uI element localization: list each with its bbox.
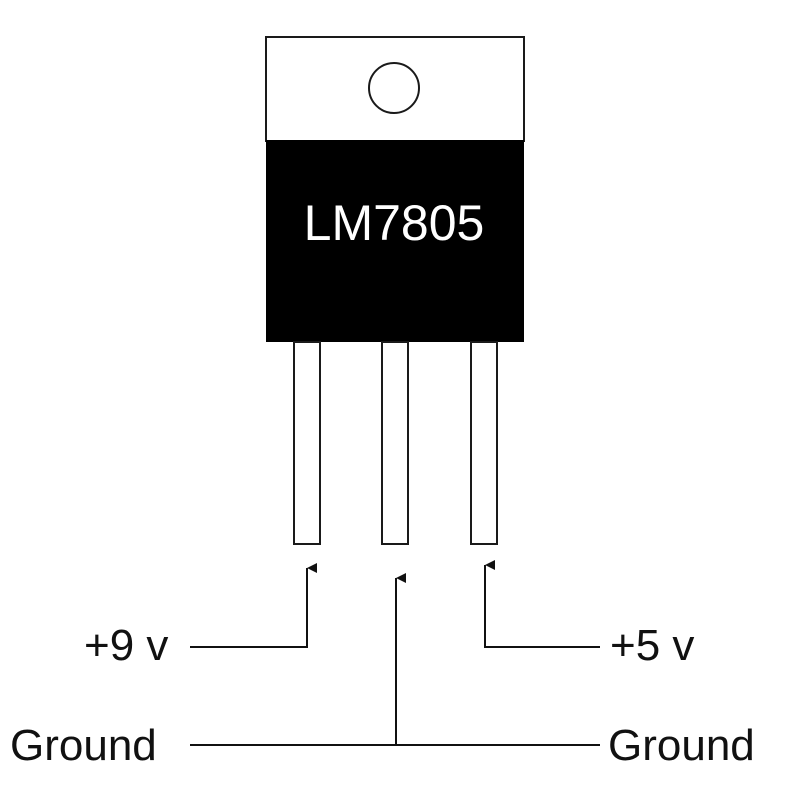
output-lead-arrow [484, 560, 600, 648]
part-number-label: LM7805 [304, 195, 485, 251]
ground-label-right: Ground [608, 721, 755, 770]
pin-output [470, 341, 498, 545]
ground-label-left: Ground [10, 721, 157, 770]
input-lead-arrow [190, 563, 317, 648]
pin-ground [381, 341, 409, 545]
input-voltage-label: +9 v [84, 621, 168, 670]
mounting-hole [368, 62, 420, 114]
output-voltage-label: +5 v [610, 621, 694, 670]
regulator-body [266, 140, 524, 342]
pin-input [293, 341, 321, 545]
